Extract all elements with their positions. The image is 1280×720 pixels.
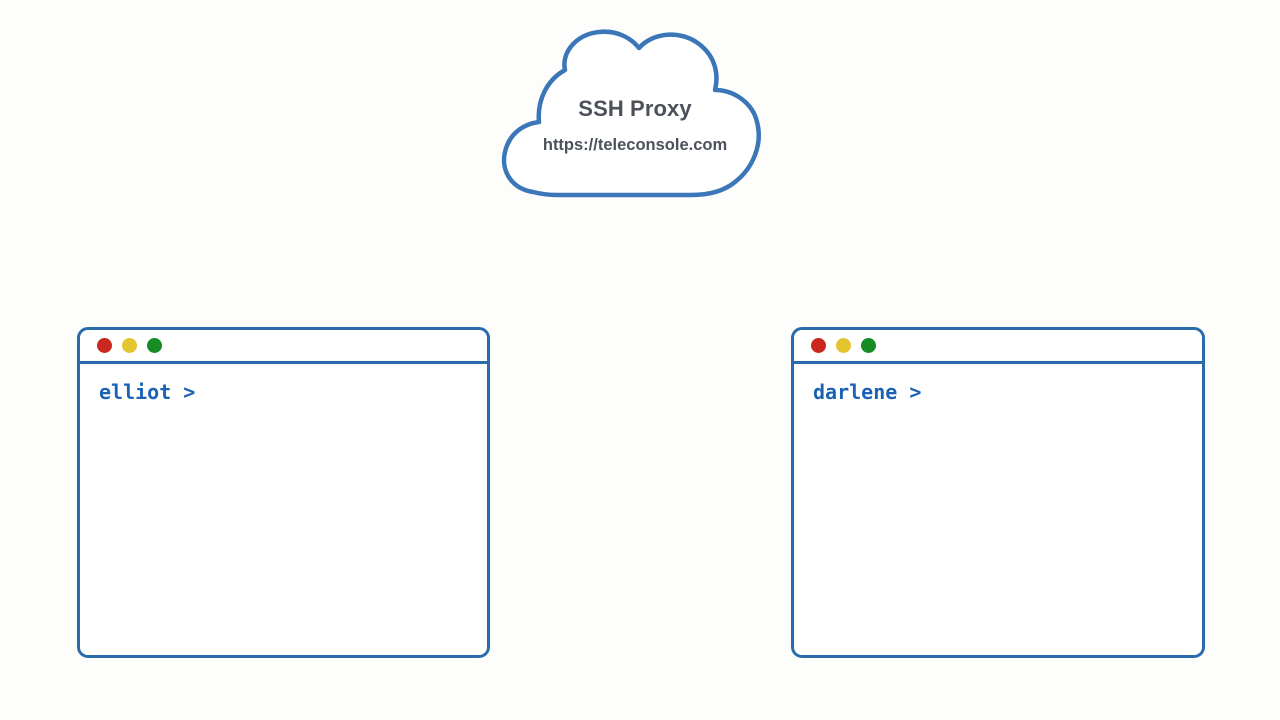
terminal-body[interactable]: darlene >: [794, 364, 1202, 655]
close-button[interactable]: [97, 338, 112, 353]
shell-prompt: darlene >: [813, 380, 922, 404]
cloud-icon: [501, 29, 761, 198]
terminal-window-elliot[interactable]: elliot >: [77, 327, 490, 658]
titlebar[interactable]: [794, 330, 1202, 364]
minimize-button[interactable]: [122, 338, 137, 353]
titlebar[interactable]: [80, 330, 487, 364]
shell-prompt: elliot >: [99, 380, 196, 404]
terminal-window-darlene[interactable]: darlene >: [791, 327, 1205, 658]
minimize-button[interactable]: [836, 338, 851, 353]
terminal-body[interactable]: elliot >: [80, 364, 487, 655]
maximize-button[interactable]: [147, 338, 162, 353]
close-button[interactable]: [811, 338, 826, 353]
ssh-proxy-cloud: SSH Proxy https://teleconsole.com: [495, 22, 775, 207]
maximize-button[interactable]: [861, 338, 876, 353]
